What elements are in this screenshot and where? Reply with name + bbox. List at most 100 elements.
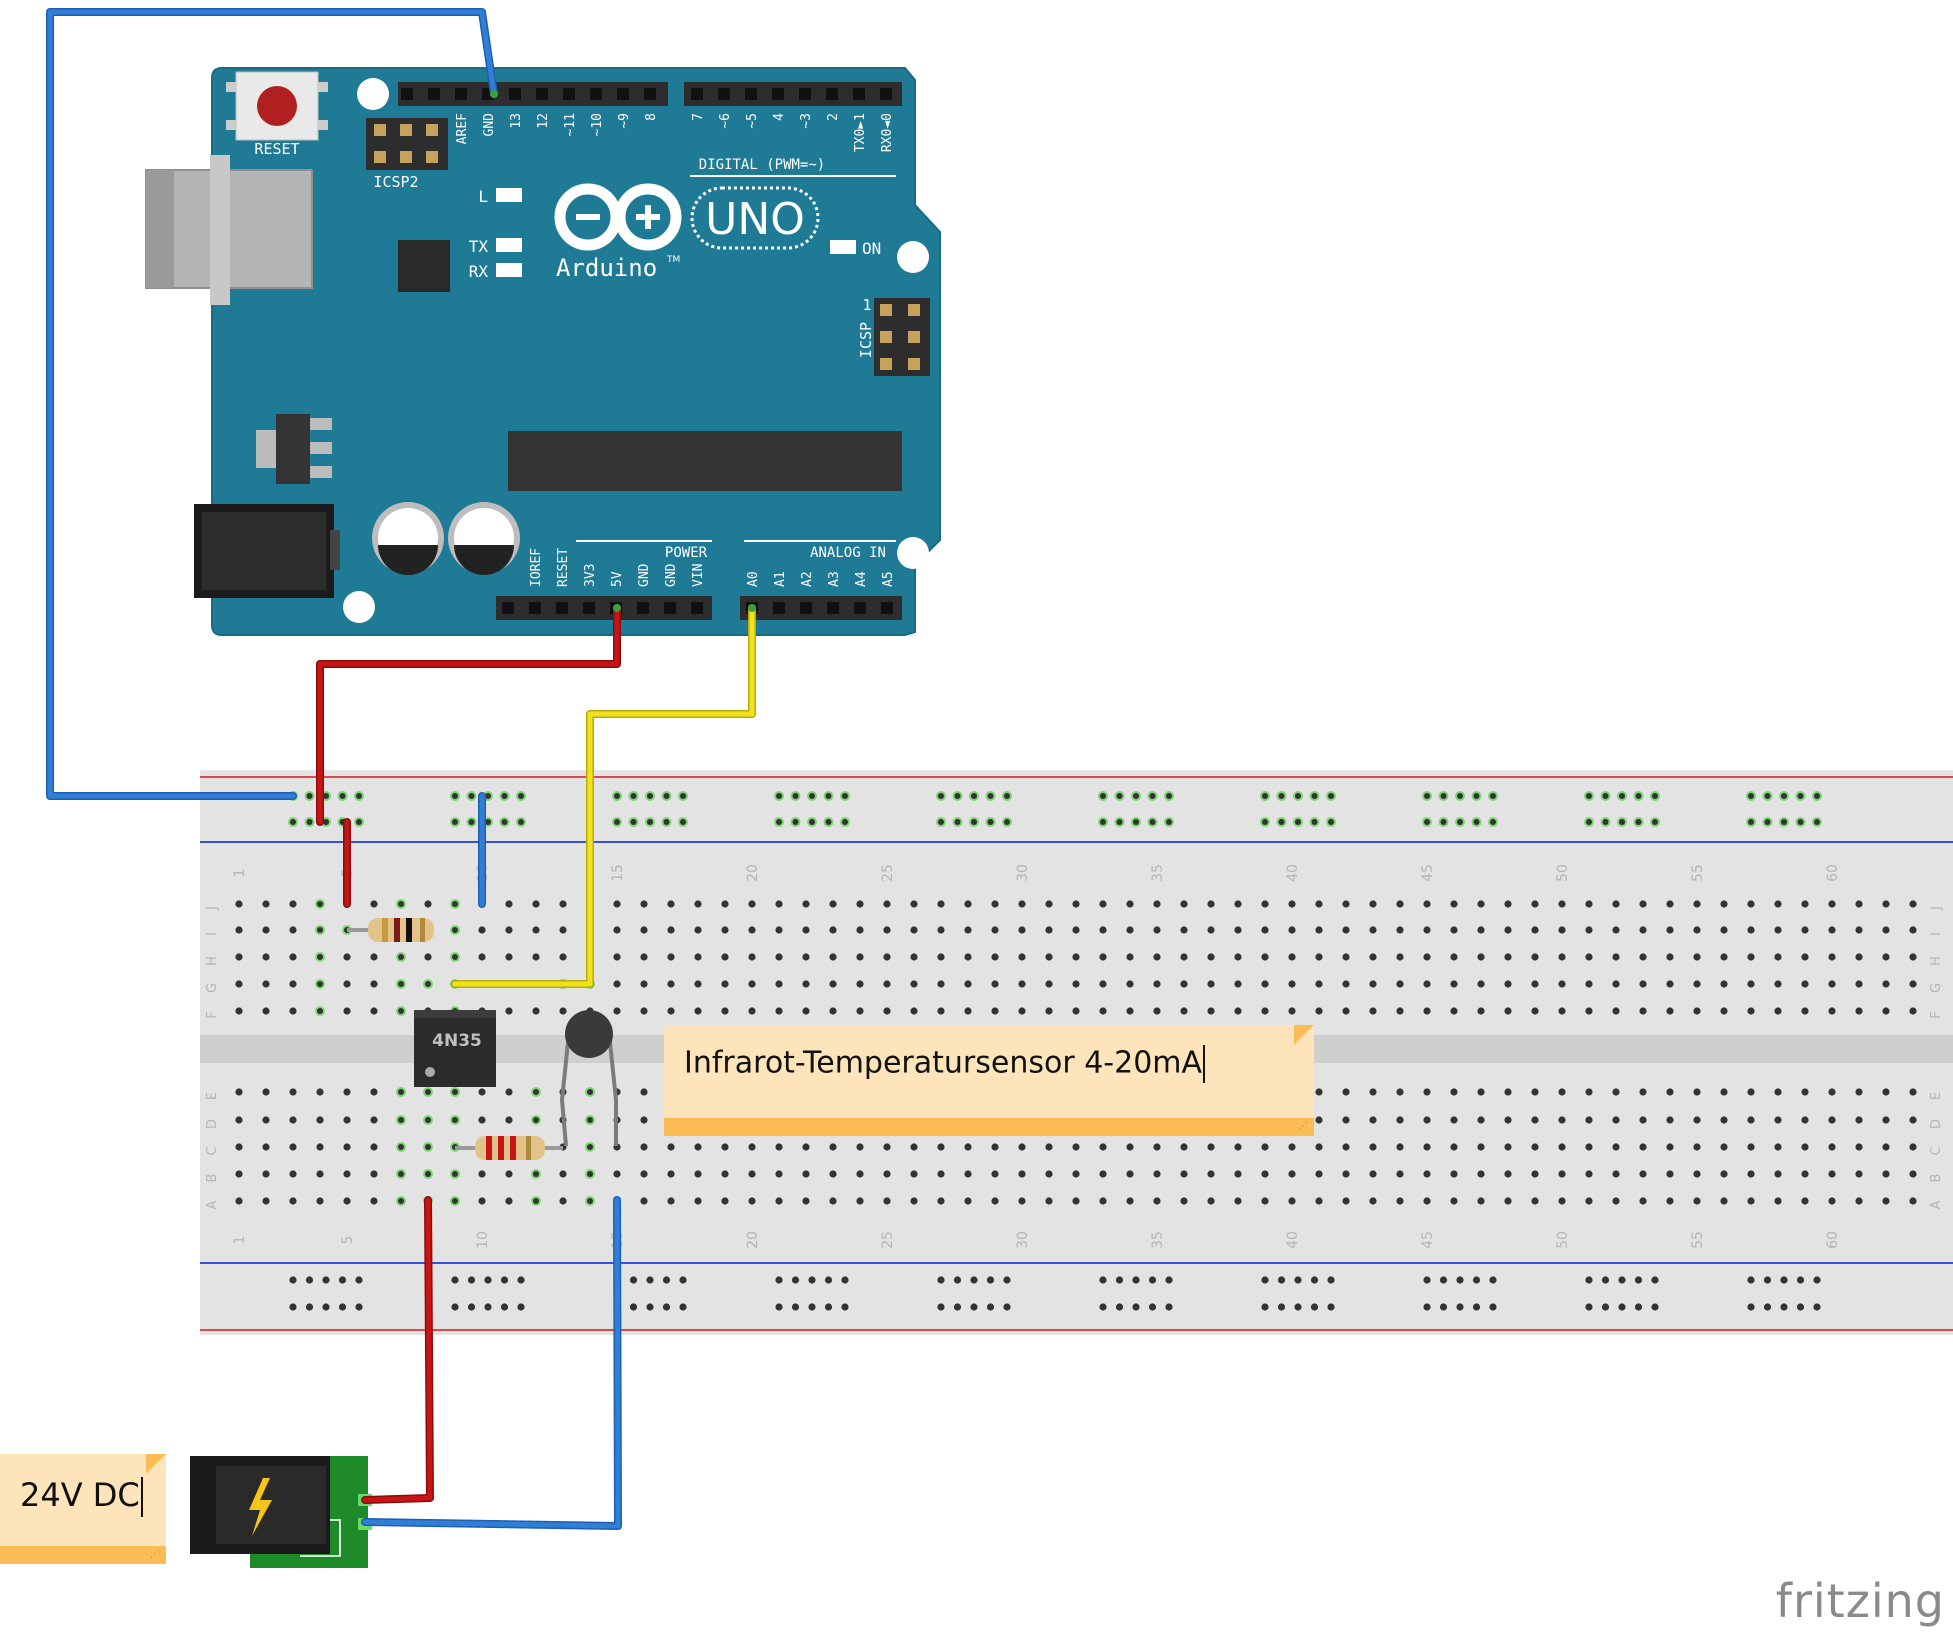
breadboard-hole[interactable] — [1747, 1088, 1755, 1096]
breadboard-hole[interactable] — [1180, 1143, 1188, 1151]
breadboard-hole[interactable] — [1423, 926, 1431, 934]
breadboard-hole[interactable] — [802, 1170, 810, 1178]
power-rail-hole[interactable] — [662, 1276, 671, 1284]
breadboard-hole[interactable] — [1504, 1088, 1512, 1096]
breadboard-hole[interactable] — [1099, 1007, 1107, 1015]
breadboard-hole[interactable] — [721, 926, 729, 934]
breadboard-hole[interactable] — [1720, 926, 1728, 934]
reset-button[interactable] — [257, 86, 297, 126]
power-rail-hole[interactable] — [824, 1303, 833, 1311]
breadboard-hole[interactable] — [370, 1116, 378, 1124]
breadboard-hole[interactable] — [640, 1088, 648, 1096]
breadboard-hole[interactable] — [1909, 1197, 1917, 1205]
breadboard-hole[interactable] — [1207, 1143, 1215, 1151]
breadboard-hole[interactable] — [640, 1007, 648, 1015]
header-pin[interactable] — [529, 602, 541, 614]
breadboard-hole[interactable] — [937, 1170, 945, 1178]
breadboard-hole[interactable] — [1828, 1143, 1836, 1151]
power-rail-hole[interactable] — [1099, 1303, 1107, 1311]
breadboard-hole[interactable] — [1234, 1143, 1242, 1151]
power-rail-hole[interactable] — [791, 1303, 800, 1311]
breadboard-hole[interactable] — [370, 1143, 378, 1151]
breadboard-hole[interactable] — [856, 953, 864, 961]
breadboard-hole[interactable] — [964, 926, 972, 934]
breadboard-hole[interactable] — [1153, 980, 1161, 988]
power-rail-hole[interactable] — [791, 1276, 800, 1284]
sensor-note[interactable]: Infrarot-Temperatursensor 4-20mA ⋰ — [664, 1025, 1314, 1136]
breadboard-hole[interactable] — [1072, 1143, 1080, 1151]
breadboard-hole[interactable] — [1558, 953, 1566, 961]
breadboard-hole[interactable] — [1072, 1170, 1080, 1178]
power-rail-hole[interactable] — [808, 1276, 816, 1284]
breadboard-hole[interactable] — [1207, 953, 1215, 961]
breadboard-hole[interactable] — [505, 1170, 513, 1178]
header-pin[interactable] — [826, 88, 838, 100]
breadboard-hole[interactable] — [1261, 926, 1269, 934]
breadboard-hole[interactable] — [1423, 1197, 1431, 1205]
breadboard-hole[interactable] — [694, 926, 702, 934]
breadboard-hole[interactable] — [1261, 900, 1269, 908]
breadboard-hole[interactable] — [883, 980, 891, 988]
breadboard-hole[interactable] — [667, 1007, 675, 1015]
breadboard-hole[interactable] — [1882, 1143, 1890, 1151]
breadboard-hole[interactable] — [1855, 980, 1863, 988]
breadboard-hole[interactable] — [1315, 1143, 1323, 1151]
power-rail-hole[interactable] — [1618, 1303, 1626, 1311]
breadboard-hole[interactable] — [640, 926, 648, 934]
header-pin[interactable] — [644, 88, 656, 100]
breadboard-hole[interactable] — [1612, 1088, 1620, 1096]
power-rail-hole[interactable] — [662, 1303, 671, 1311]
icsp2-pin[interactable] — [374, 151, 386, 163]
breadboard-hole[interactable] — [559, 953, 567, 961]
breadboard-hole[interactable] — [370, 980, 378, 988]
breadboard-hole[interactable] — [1504, 1143, 1512, 1151]
breadboard-hole[interactable] — [289, 926, 297, 934]
breadboard-hole[interactable] — [1369, 1170, 1377, 1178]
breadboard-hole[interactable] — [1288, 953, 1296, 961]
breadboard-hole[interactable] — [1207, 1197, 1215, 1205]
icsp2-pin[interactable] — [426, 151, 438, 163]
breadboard-hole[interactable] — [1747, 926, 1755, 934]
breadboard-hole[interactable] — [1774, 1116, 1782, 1124]
header-pin[interactable] — [617, 88, 629, 100]
breadboard-hole[interactable] — [1828, 953, 1836, 961]
breadboard-hole[interactable] — [1423, 1088, 1431, 1096]
power-rail-hole[interactable] — [500, 1303, 509, 1311]
power-rail-hole[interactable] — [1003, 1276, 1011, 1284]
breadboard-hole[interactable] — [478, 1197, 486, 1205]
breadboard-hole[interactable] — [1828, 900, 1836, 908]
breadboard-hole[interactable] — [1774, 953, 1782, 961]
breadboard-hole[interactable] — [1045, 980, 1053, 988]
breadboard-hole[interactable] — [505, 1088, 513, 1096]
breadboard-hole[interactable] — [1666, 980, 1674, 988]
breadboard-hole[interactable] — [1423, 1143, 1431, 1151]
power-rail-hole[interactable] — [1277, 1303, 1286, 1311]
breadboard-hole[interactable] — [1180, 900, 1188, 908]
breadboard-hole[interactable] — [1126, 1197, 1134, 1205]
breadboard-hole[interactable] — [1369, 980, 1377, 988]
breadboard-hole[interactable] — [1612, 1170, 1620, 1178]
power-rail-hole[interactable] — [1277, 1276, 1286, 1284]
breadboard-hole[interactable] — [1612, 1007, 1620, 1015]
breadboard-hole[interactable] — [1612, 900, 1620, 908]
breadboard-hole[interactable] — [1504, 1197, 1512, 1205]
header-pin[interactable] — [583, 602, 595, 614]
breadboard-hole[interactable] — [1018, 980, 1026, 988]
breadboard-hole[interactable] — [694, 1007, 702, 1015]
breadboard-hole[interactable] — [1828, 1007, 1836, 1015]
power-rail-hole[interactable] — [970, 1303, 978, 1311]
breadboard-hole[interactable] — [802, 980, 810, 988]
power-rail-hole[interactable] — [1310, 1276, 1319, 1284]
breadboard-hole[interactable] — [721, 980, 729, 988]
breadboard-hole[interactable] — [1126, 980, 1134, 988]
breadboard-hole[interactable] — [910, 1143, 918, 1151]
breadboard-hole[interactable] — [1504, 1116, 1512, 1124]
breadboard-hole[interactable] — [748, 926, 756, 934]
breadboard-hole[interactable] — [1477, 1007, 1485, 1015]
breadboard-hole[interactable] — [775, 1197, 783, 1205]
breadboard-hole[interactable] — [1585, 900, 1593, 908]
breadboard-hole[interactable] — [1558, 926, 1566, 934]
breadboard-hole[interactable] — [1018, 900, 1026, 908]
breadboard-hole[interactable] — [505, 900, 513, 908]
breadboard-hole[interactable] — [1315, 926, 1323, 934]
